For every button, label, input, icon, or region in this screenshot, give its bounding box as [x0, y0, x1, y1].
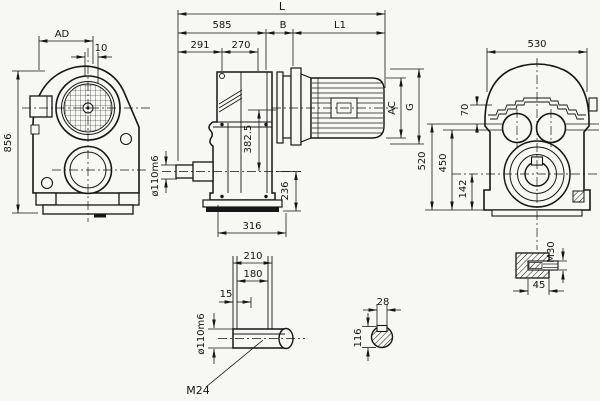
- dim-label-15: 15: [220, 289, 233, 300]
- thread-label-m30: M30: [546, 241, 557, 262]
- rear-view: 530 70 520 450 142: [417, 39, 600, 250]
- dim-label-b: B: [280, 20, 287, 31]
- dim-label-ad: AD: [55, 29, 70, 40]
- key-section-detail: 28 116: [353, 297, 401, 361]
- dim-label-270: 270: [231, 40, 250, 51]
- dim-label-shaft-dia: ø110m6: [150, 155, 161, 196]
- dim-label-856: 856: [3, 133, 14, 152]
- dim-label-210: 210: [243, 251, 262, 262]
- dim-label-520: 520: [417, 151, 428, 170]
- shaft-detail: 210 180 15 ø110m6 M24: [186, 251, 305, 397]
- motor: [276, 67, 385, 146]
- dim-label-291: 291: [190, 40, 209, 51]
- front-view: AD 10 856: [3, 29, 152, 222]
- terminal-box: [29, 95, 53, 118]
- dim-label-45: 45: [533, 280, 546, 291]
- dim-label-180: 180: [243, 269, 262, 280]
- dim-label-450: 450: [438, 153, 449, 172]
- dim-label-28: 28: [377, 297, 390, 308]
- thread-label-m24: M24: [186, 384, 210, 397]
- dim-label-l1: L1: [334, 20, 346, 31]
- dim-label-70: 70: [460, 104, 471, 117]
- dim-label-shaft-dia-detail: ø110m6: [196, 313, 207, 354]
- dim-label-116: 116: [353, 328, 364, 347]
- side-view: L 585 B L1 291 270 382.5 ø110m6 236 316 …: [150, 0, 424, 237]
- dim-label-236: 236: [280, 181, 291, 200]
- dim-label-585: 585: [212, 20, 231, 31]
- dim-label-316: 316: [242, 221, 261, 232]
- keyway-detail: M30 45: [513, 241, 567, 295]
- dim-label-382-5: 382.5: [243, 125, 254, 154]
- dim-label-l: L: [279, 0, 286, 13]
- hatched-pad: [572, 190, 585, 203]
- dim-label-142: 142: [458, 179, 469, 198]
- dim-label-530: 530: [527, 39, 546, 50]
- dim-label-10: 10: [95, 43, 108, 54]
- dim-label-g: G: [405, 103, 416, 111]
- dim-label-ac: AC: [387, 101, 398, 115]
